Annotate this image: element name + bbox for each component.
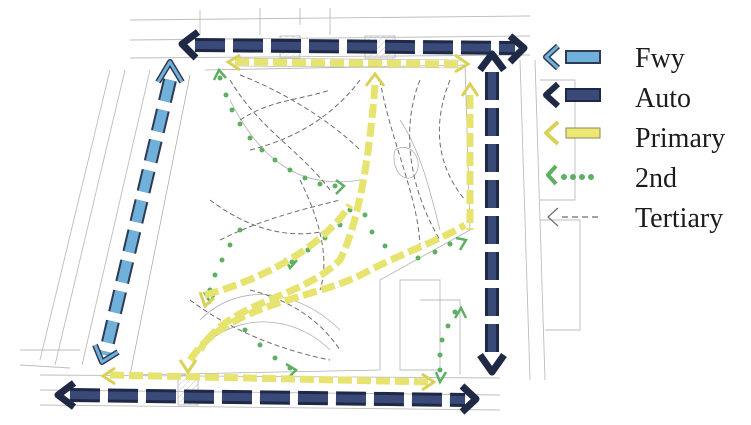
secondary-path-west — [207, 227, 243, 293]
legend-label-auto: Auto — [635, 83, 691, 114]
auto-arrow-icon — [543, 81, 601, 109]
secondary-arrowheads — [202, 67, 468, 385]
secondary-path-east — [362, 212, 453, 261]
legend-label-2nd: 2nd — [635, 163, 677, 194]
park-landscape-sketch — [129, 64, 471, 376]
freeway-arrow-icon — [543, 43, 601, 71]
secondary-path-south — [242, 327, 293, 371]
auto-routes — [54, 29, 528, 415]
legend-label-tertiary: Tertiary — [635, 203, 724, 234]
legend-label-fwy: Fwy — [635, 43, 685, 74]
primary-arrowheads — [100, 53, 480, 392]
primary-paths — [109, 58, 474, 386]
primary-path-outline — [234, 57, 461, 69]
secondary-path-southeast — [437, 309, 458, 373]
primary-arrow-icon — [544, 120, 601, 146]
tertiary-paths — [189, 74, 466, 361]
secondary-dotted-arrow-icon — [546, 164, 594, 186]
secondary-path-north — [217, 75, 338, 189]
legend-label-primary: Primary — [635, 123, 726, 154]
secondary-paths — [207, 75, 458, 373]
tertiary-dashed-arrow-icon — [547, 207, 602, 227]
freeway-route — [92, 59, 185, 365]
